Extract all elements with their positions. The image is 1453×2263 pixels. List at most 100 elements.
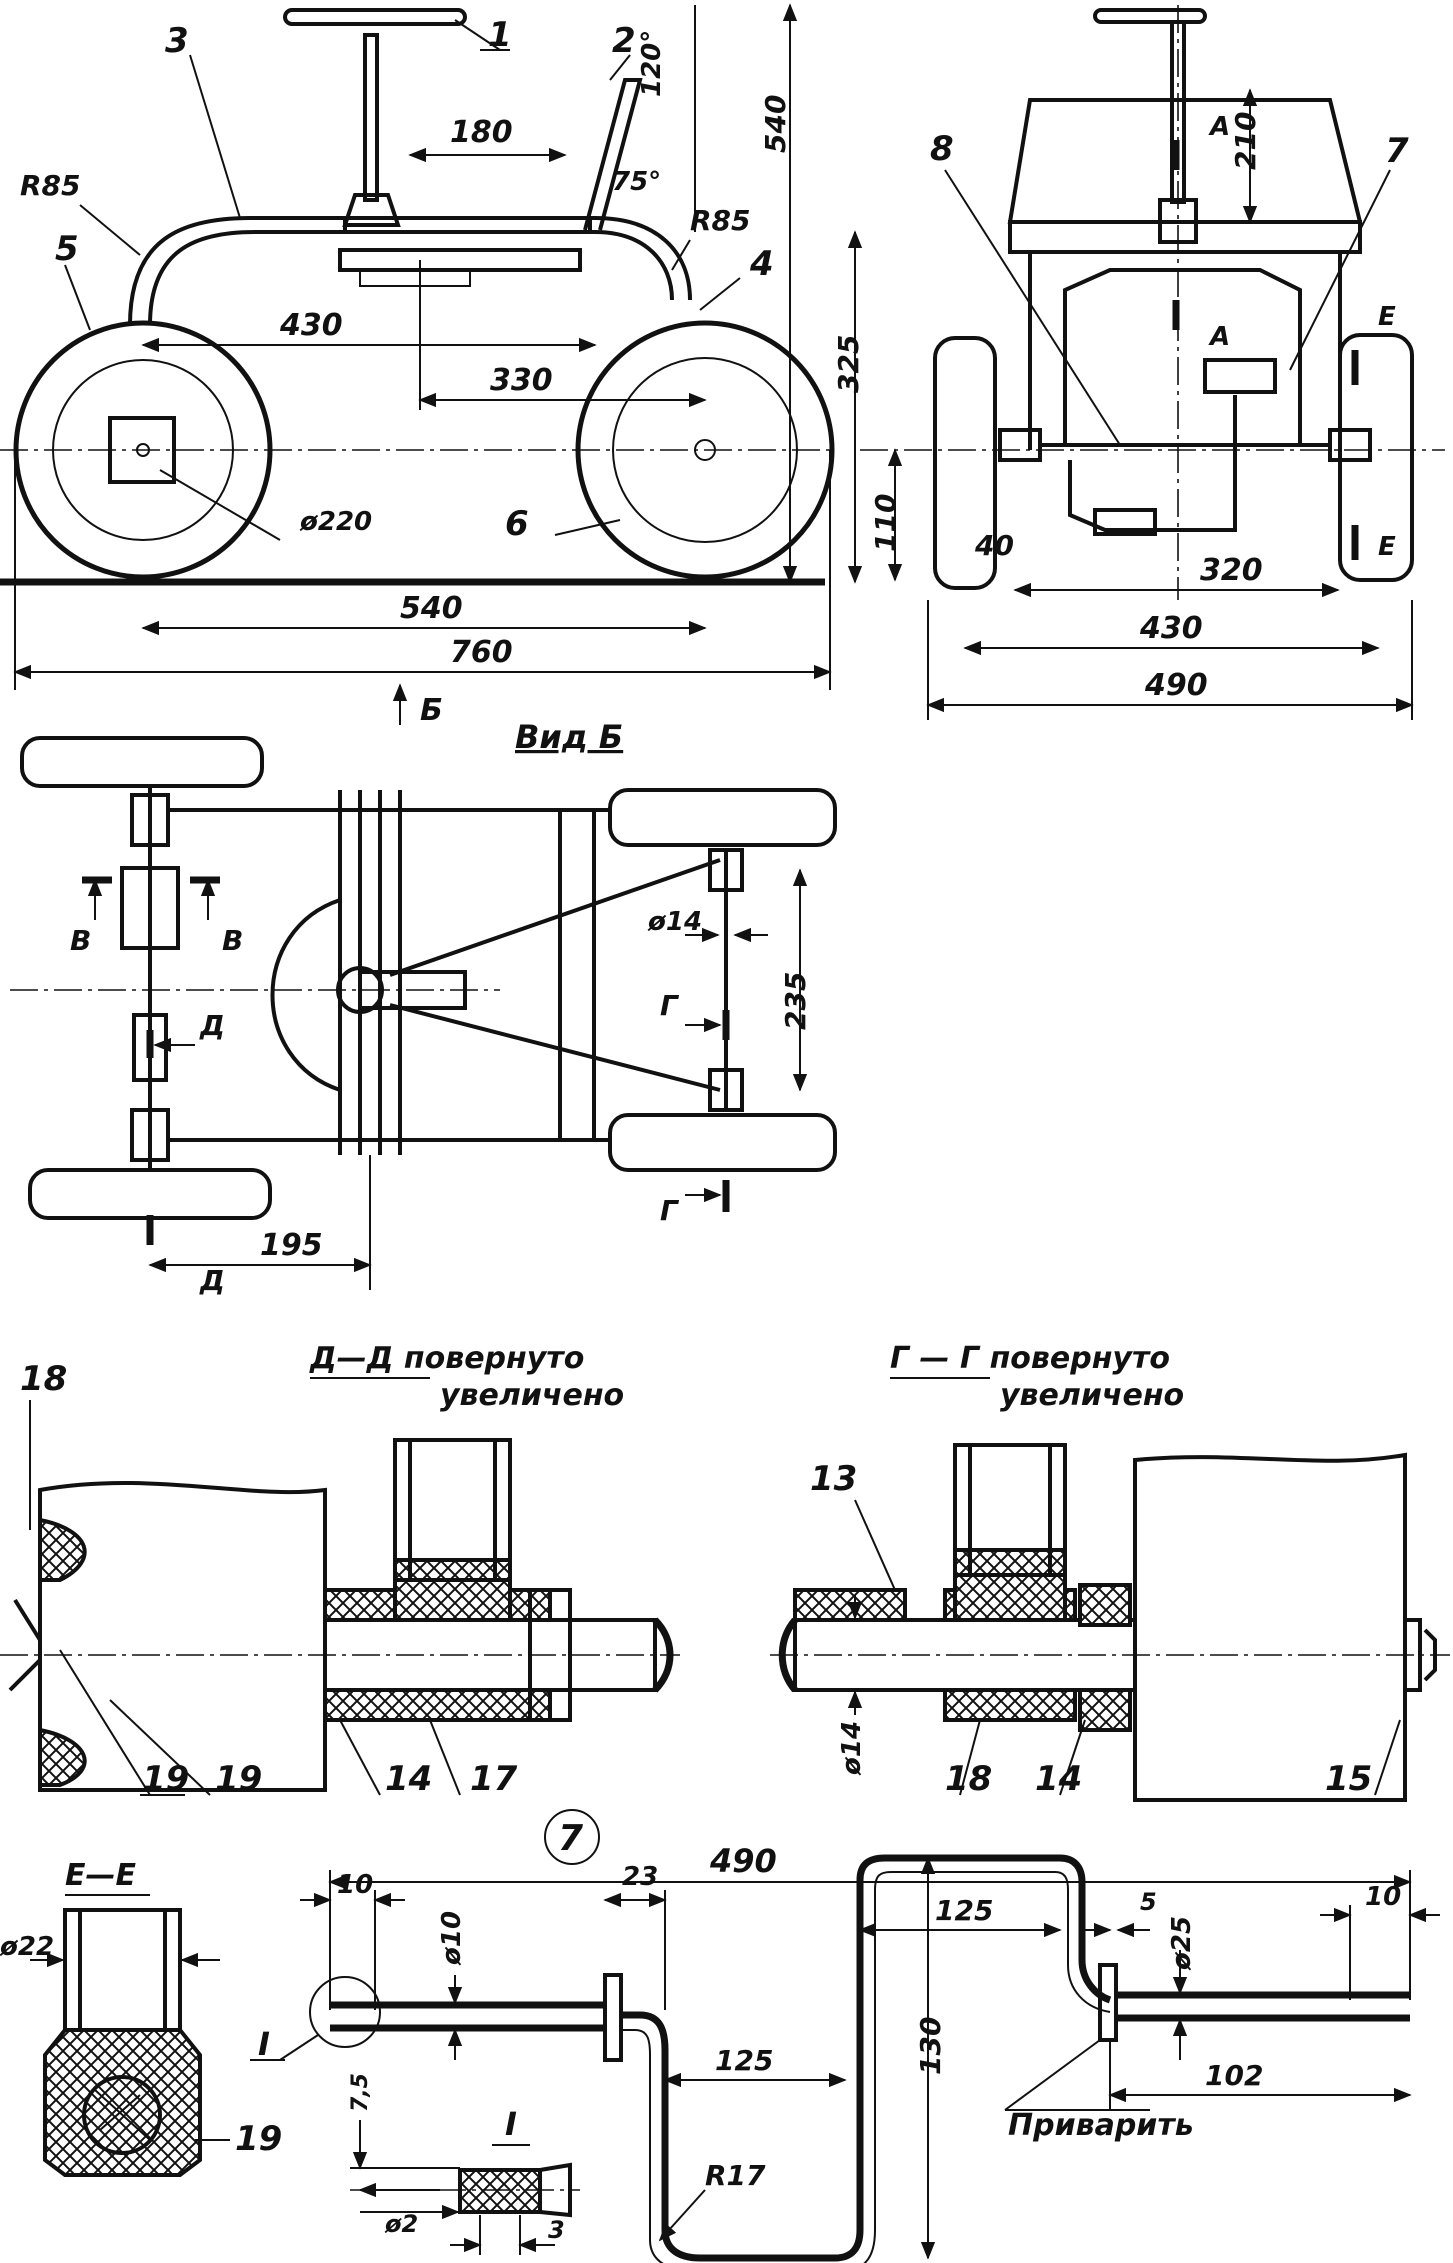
- dim-seat-length: 180: [450, 115, 513, 150]
- callout-17: 19: [142, 1759, 189, 1799]
- seat-back: [583, 78, 643, 231]
- bushing-d: [1203, 358, 1277, 394]
- dim-hub-offset: 40: [974, 529, 1014, 562]
- section-dd: Д—Д повернуто увеличено 18 19 19 14 17: [0, 1341, 680, 1799]
- dim-back-height: 210: [1229, 112, 1262, 170]
- dim-right-shaft: 102: [1205, 2059, 1263, 2092]
- left-front-tire: [933, 336, 997, 590]
- axle-left-shaft: [330, 2001, 605, 2032]
- section-gg: Г — Г повернуто увеличено ø14 13 18 14 1…: [770, 1341, 1450, 1802]
- ee-tube: [63, 1908, 182, 2042]
- dim-overall-length: 760: [450, 635, 513, 670]
- dim-kingpin-diameter: ø14: [647, 907, 702, 937]
- dim-lower-span: 125: [715, 2044, 773, 2077]
- dim-front-radius: R85: [690, 204, 751, 237]
- dim-flange-diameter: ø25: [1167, 1916, 1197, 1971]
- side-view: 180 120° 75° 540 R85 R85 430 330 325 ø22…: [0, 3, 865, 728]
- front-right-tire-top: [608, 1113, 837, 1172]
- frame-sides-front: [1028, 252, 1342, 450]
- engine-mount: [338, 248, 582, 272]
- mark-v-right: В: [222, 924, 243, 957]
- section-ee-title: Е—Е: [65, 1858, 136, 1893]
- axle-crank-front: [1068, 395, 1237, 532]
- callout-2: 2: [612, 21, 636, 61]
- frame-loop: [1063, 268, 1302, 445]
- callout-15: 15: [1325, 1759, 1372, 1799]
- callout-4: 4: [749, 244, 774, 284]
- dim-inner-track: 320: [1200, 553, 1263, 588]
- dim-wheelbase: 540: [400, 591, 463, 626]
- callout-13: 13: [810, 1459, 857, 1499]
- front-view: 210 110 40 320 430 490 А А Е Е 8 7: [860, 5, 1445, 720]
- gg-wheel-hub: [1133, 1452, 1407, 1802]
- dim-wheel-diameter: ø220: [299, 507, 372, 537]
- section-dd-title: Д—Д повернуто: [309, 1341, 584, 1376]
- mark-a-bottom: А: [1208, 322, 1230, 352]
- dim-track: 430: [1139, 611, 1203, 646]
- mark-d-upper: Д: [199, 1009, 225, 1042]
- dim-offset-5: 5: [1140, 1888, 1157, 1916]
- mark-e-top: Е: [1378, 302, 1396, 332]
- mark-g-lower: Г: [660, 1194, 680, 1227]
- top-view: Вид Б ø14 235 195 В В Д: [10, 718, 837, 1297]
- rear-left-tire-top: [20, 736, 264, 788]
- dim-detail-width: 3: [548, 2216, 565, 2244]
- steering-rods-top: [389, 858, 721, 1092]
- section-dd-subtitle: увеличено: [440, 1378, 624, 1413]
- front-steering-wheel: [1093, 8, 1207, 24]
- dim-upper-span: 125: [935, 1894, 993, 1927]
- dim-kingpin-spacing: 235: [779, 972, 812, 1030]
- dim-bend-radius: R17: [705, 2159, 766, 2192]
- dim-frame-height: 325: [832, 335, 865, 393]
- dim-back-angle: 75°: [612, 167, 661, 197]
- callout-3: 3: [165, 21, 189, 61]
- dim-shaft-diameter: ø10: [437, 1911, 467, 1966]
- section-gg-title: Г — Г повернуто: [890, 1341, 1170, 1376]
- callout-19-ee: 19: [235, 2119, 282, 2159]
- bushing-b-top: [120, 866, 180, 950]
- dim-detail-hole: ø2: [384, 2210, 418, 2238]
- frame-tube: [128, 216, 692, 326]
- callout-14-gg: 14: [1035, 1759, 1082, 1799]
- detail-title: I: [505, 2105, 517, 2143]
- dim-height: 540: [759, 95, 792, 153]
- dim-overall-width: 490: [1144, 668, 1208, 703]
- steering-wheel: [283, 8, 467, 26]
- gg-tube: [953, 1443, 1067, 1577]
- steering-column: [363, 33, 379, 202]
- callout-19-gg: 18: [945, 1759, 992, 1799]
- callout-5: 5: [55, 229, 79, 269]
- mark-g-upper: Г: [660, 989, 680, 1022]
- dim-axle-height: 110: [869, 494, 902, 552]
- axle-crank: [621, 1854, 1112, 2262]
- callout-8: 8: [930, 129, 954, 169]
- axle-left-flange: [603, 1973, 623, 2062]
- weld-note: Приварить: [1008, 2108, 1194, 2143]
- dim-crank-height: 130: [914, 2017, 947, 2075]
- dim-frame-length: 430: [279, 308, 343, 343]
- detail-i-circle: [309, 1976, 381, 2048]
- dim-gg-shaft: ø14: [837, 1721, 867, 1776]
- callout-18: 19: [215, 1759, 262, 1799]
- right-front-tire: [1338, 333, 1414, 582]
- ee-bushing: [43, 2028, 202, 2177]
- callout-1: 1: [488, 15, 512, 55]
- dd-bolt: [8, 1598, 42, 1692]
- dim-flange-offset: 23: [622, 1862, 658, 1892]
- mark-a-top: А: [1208, 112, 1230, 142]
- mark-e-bottom: Е: [1378, 532, 1396, 562]
- view-arrow-b: Б: [420, 693, 443, 728]
- dd-tube: [393, 1438, 512, 1582]
- dd-body: [38, 1480, 327, 1792]
- figure-circle: [544, 1809, 600, 1865]
- frame-tube-inner: [148, 230, 674, 326]
- callout-16: 18: [20, 1359, 67, 1399]
- seat-arc-top: [270, 898, 341, 1092]
- axle-detail: 7 490 10 ø10 23 125 125 5 ø25: [250, 1809, 1440, 2263]
- dim-detail-height: 7,5: [348, 2073, 373, 2112]
- dim-axle-length: 490: [709, 1842, 777, 1880]
- dim-rear-offset: 195: [260, 1228, 323, 1263]
- detail-i-shape: [458, 2168, 542, 2214]
- axle-right-flange: [1098, 1963, 1118, 2042]
